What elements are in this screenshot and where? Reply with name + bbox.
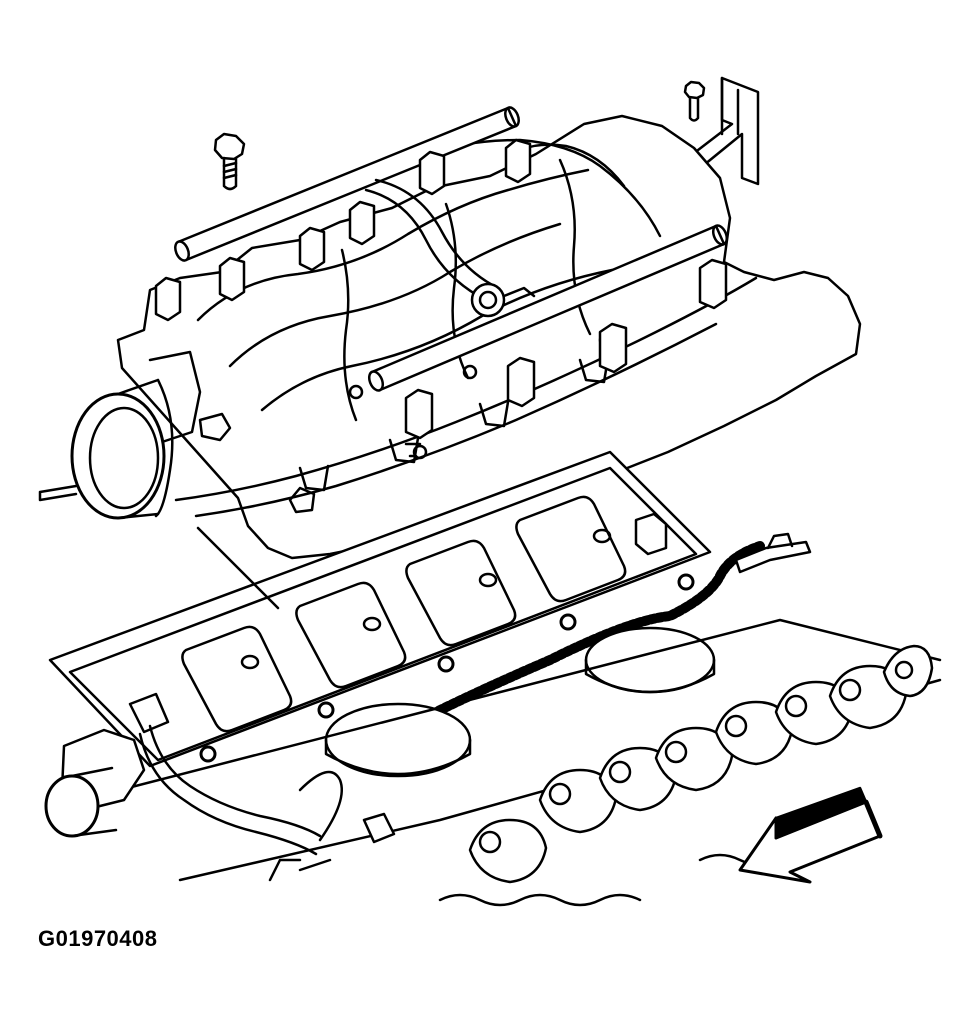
bracket-bolt-right <box>683 80 706 122</box>
coolant-outlet <box>44 692 396 856</box>
fuel-rail-front <box>367 224 729 392</box>
figure-id-label: G01970408 <box>38 926 158 951</box>
fuel-rail-rear <box>174 106 520 302</box>
manifold-sensor <box>470 282 536 318</box>
manifold-bolt-left <box>213 132 246 191</box>
front-direction-arrow-icon <box>738 786 883 884</box>
fuel-injectors-front <box>404 258 728 458</box>
injector-wiring-harness <box>199 512 812 763</box>
intake-manifold-gasket <box>48 450 712 768</box>
throttle-body <box>38 378 174 520</box>
cylinder-head-and-valvetrain <box>118 618 942 907</box>
fuel-injectors-rear <box>154 138 532 322</box>
